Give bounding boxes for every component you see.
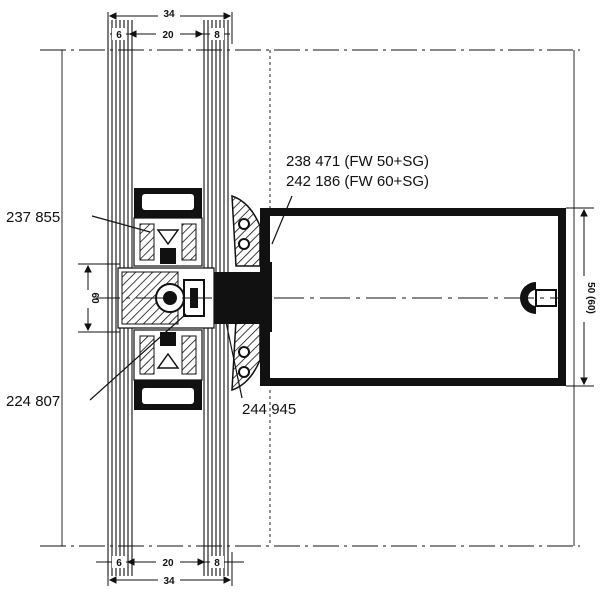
spacer-top bbox=[134, 188, 202, 218]
spacer-bottom bbox=[134, 380, 202, 410]
dim-top-right: 8 bbox=[214, 30, 220, 41]
dim-right-vertical: 50 (60) bbox=[585, 282, 596, 314]
part-label-238-471: 238 471 (FW 50+SG) bbox=[286, 153, 429, 170]
dim-top-left: 6 bbox=[116, 30, 122, 41]
mullion-profile bbox=[260, 208, 566, 386]
leader-lines bbox=[89, 195, 293, 401]
dim-left-vertical: 60 bbox=[89, 292, 100, 304]
part-label-242-186: 242 186 (FW 60+SG) bbox=[286, 173, 429, 190]
part-label-237-855: 237 855 bbox=[6, 209, 60, 226]
dim-bottom-right: 8 bbox=[214, 558, 220, 569]
dim-top-total: 34 bbox=[163, 9, 175, 20]
seal-lower bbox=[231, 319, 261, 392]
dim-top-middle: 20 bbox=[162, 30, 174, 41]
gasket-upper bbox=[133, 217, 203, 267]
dim-bottom-total: 34 bbox=[163, 576, 175, 587]
boundary-lines bbox=[40, 49, 580, 547]
part-label-244-945: 244 945 bbox=[242, 401, 296, 418]
dim-bottom-middle: 20 bbox=[162, 558, 174, 569]
part-label-224-807: 224 807 bbox=[6, 393, 60, 410]
dimension-left bbox=[78, 263, 120, 333]
seal-upper bbox=[231, 194, 261, 267]
dim-bottom-left: 6 bbox=[116, 558, 122, 569]
gasket-lower bbox=[133, 329, 203, 381]
